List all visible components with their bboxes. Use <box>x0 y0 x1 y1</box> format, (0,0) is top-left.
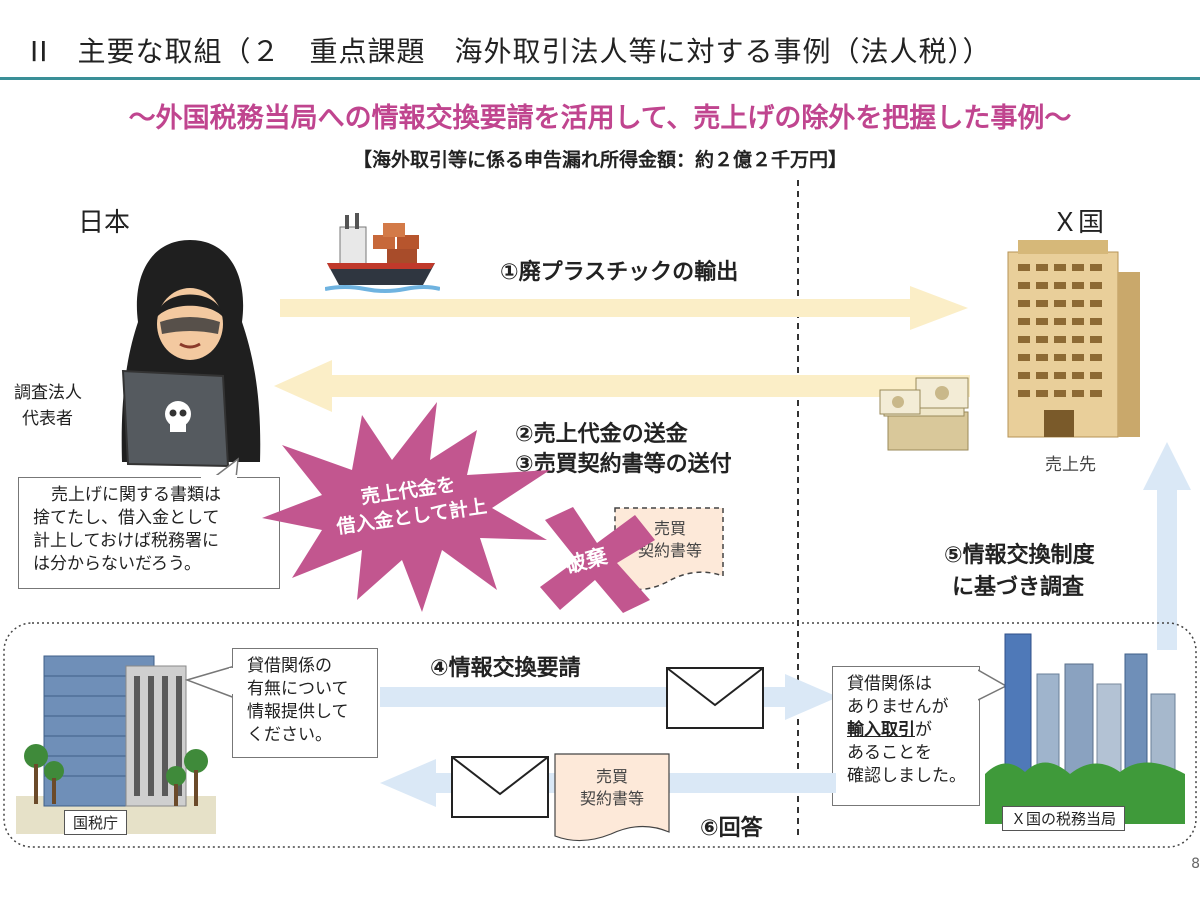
page-number: 8 <box>1191 856 1200 872</box>
thought-bubble: 売上げに関する書類は 捨てたし、借入金として 計上しておけば税務署に は分からな… <box>18 477 280 589</box>
response-envelope-icon <box>451 756 549 818</box>
region-country-x: Ｘ国 <box>1052 208 1105 238</box>
step5-label: ⑤情報交換制度 に基づき調査 <box>944 540 1095 604</box>
step5-line1: ⑤情報交換制度 <box>944 543 1095 568</box>
request-line4: ください。 <box>247 725 332 745</box>
nta-label: 国税庁 <box>64 810 128 835</box>
response-contract-document-icon <box>554 753 670 842</box>
response-bubble: 貸借関係は ありませんが 輸入取引が あることを 確認しました。 <box>832 666 980 806</box>
step5-line2: に基づき調査 <box>952 575 1085 600</box>
response-contract-line2: 契約書等 <box>579 789 644 808</box>
request-pointer-cover <box>229 668 234 694</box>
step4-label: ④情報交換要請 <box>430 656 581 681</box>
response-line3: 輸入取引が <box>847 719 969 742</box>
discard-x-mark <box>540 507 655 613</box>
request-line2: 有無について <box>247 679 349 699</box>
header-divider <box>0 77 1200 80</box>
request-bubble: 貸借関係の 有無について 情報提供して ください。 <box>232 648 378 758</box>
thought-line4: は分からないだろう。 <box>33 554 201 574</box>
region-japan: 日本 <box>78 208 131 238</box>
case-subtitle: ～外国税務当局への情報交換要請を活用して、売上げの除外を把握した事例～ <box>128 103 1072 134</box>
foreign-authority-label: Ｘ国の税務当局 <box>1002 806 1126 831</box>
request-bubble-pointer <box>185 665 236 699</box>
response-emphasis: 輸入取引 <box>847 720 915 740</box>
authorities-exchange-box <box>3 622 1197 848</box>
request-line3: 情報提供して <box>247 702 349 722</box>
remittance-arrow <box>274 360 970 412</box>
representative-label-line2: 代表者 <box>22 409 73 429</box>
buyer-building-icon <box>1007 240 1140 438</box>
step2-label: ②売上代金の送金 <box>515 422 688 447</box>
response-contract-line1: 売買 <box>595 767 628 786</box>
request-envelope-icon <box>666 667 764 729</box>
response-line1: 貸借関係は <box>847 674 932 694</box>
buyer-label: 売上先 <box>1045 455 1096 475</box>
cargo-ship-icon <box>325 213 440 293</box>
step6-label: ⑥回答 <box>700 816 763 841</box>
response-contract-text: 売買 契約書等 <box>560 766 664 810</box>
investigation-arrow <box>1143 442 1191 650</box>
cash-bundle-icon <box>879 377 969 451</box>
contract-line2: 契約書等 <box>637 541 702 560</box>
thought-line1: 売上げに関する書類は <box>51 485 221 505</box>
representative-label: 調査法人 代表者 <box>14 380 82 432</box>
request-arrow <box>380 674 838 720</box>
request-line1: 貸借関係の <box>247 656 332 676</box>
thought-pointer-cover <box>201 475 237 480</box>
thought-line2: 捨てたし、借入金として <box>33 508 220 528</box>
response-emphasis-suffix: が <box>915 720 932 740</box>
step1-label: ①廃プラスチックの輸出 <box>500 260 739 285</box>
step3-label: ③売買契約書等の送付 <box>515 452 732 477</box>
foreign-authority-city-icon <box>985 633 1185 824</box>
thought-line3: 計上しておけば税務署に <box>33 531 219 551</box>
representative-label-line1: 調査法人 <box>14 383 82 403</box>
page-title: II 主要な取組（２ 重点課題 海外取引法人等に対する事例（法人税）） <box>30 35 992 68</box>
response-line4: あることを <box>847 743 932 763</box>
nta-building-icon <box>16 655 216 834</box>
border-divider <box>797 180 799 840</box>
accounting-burst-shape <box>262 402 550 612</box>
export-arrow <box>280 286 968 330</box>
response-line5: 確認しました。 <box>847 766 966 786</box>
unreported-income-amount: 【海外取引等に係る申告漏れ所得金額：約２億２千万円】 <box>352 149 847 171</box>
contract-line1: 売買 <box>653 519 686 538</box>
contract-document-text: 売買 契約書等 <box>620 518 720 562</box>
response-line2: ありませんが <box>847 697 949 717</box>
